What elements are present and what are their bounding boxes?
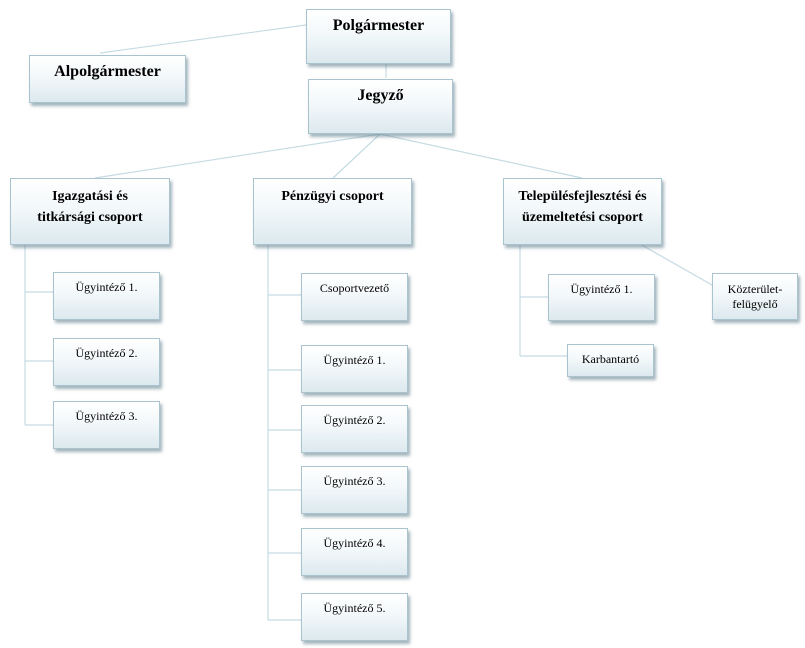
- node-deputy-mayor: Alpolgármester: [29, 55, 186, 103]
- node-development-member-1-label: Ügyintéző 1.: [570, 282, 633, 296]
- node-admin-member-1: Ügyintéző 1.: [53, 272, 160, 320]
- node-finance-member-2-label: Ügyintéző 1.: [323, 353, 386, 367]
- node-finance-member-6-label: Ügyintéző 5.: [323, 601, 386, 615]
- node-finance-member-3: Ügyintéző 2.: [301, 405, 408, 453]
- node-admin-member-3-label: Ügyintéző 3.: [75, 409, 138, 423]
- node-finance-member-1-label: Csoportvezető: [319, 281, 390, 295]
- node-notary-label: Jegyző: [357, 87, 404, 104]
- node-development-side-member: Közterület-felügyelő: [712, 273, 798, 320]
- node-development-member-2: Karbantartó: [567, 344, 654, 377]
- node-deputy-mayor-label: Alpolgármester: [54, 63, 161, 80]
- node-development-member-1: Ügyintéző 1.: [548, 274, 655, 321]
- node-group-development-label: Településfejlesztési és üzemeltetési cso…: [518, 189, 647, 225]
- node-group-admin-label: Igazgatási és titkársági csoport: [37, 189, 143, 225]
- node-group-finance-label: Pénzügyi csoport: [281, 189, 384, 204]
- node-finance-member-1: Csoportvezető: [301, 273, 408, 321]
- node-finance-member-6: Ügyintéző 5.: [301, 593, 408, 641]
- node-finance-member-5-label: Ügyintéző 4.: [323, 536, 386, 550]
- node-group-admin: Igazgatási és titkársági csoport: [10, 178, 170, 245]
- node-development-member-2-label: Karbantartó: [581, 352, 640, 366]
- node-mayor: Polgármester: [306, 9, 451, 64]
- node-admin-member-3: Ügyintéző 3.: [53, 401, 160, 449]
- node-notary: Jegyző: [308, 79, 453, 134]
- node-finance-member-4: Ügyintéző 3.: [301, 466, 408, 514]
- node-group-finance: Pénzügyi csoport: [253, 178, 412, 245]
- node-admin-member-1-label: Ügyintéző 1.: [75, 280, 138, 294]
- node-finance-member-4-label: Ügyintéző 3.: [323, 474, 386, 488]
- node-group-development: Településfejlesztési és üzemeltetési cso…: [503, 178, 662, 245]
- node-development-side-member-label: Közterület-felügyelő: [727, 281, 783, 311]
- node-finance-member-5: Ügyintéző 4.: [301, 528, 408, 576]
- node-finance-member-2: Ügyintéző 1.: [301, 345, 408, 393]
- node-finance-member-3-label: Ügyintéző 2.: [323, 413, 386, 427]
- node-admin-member-2-label: Ügyintéző 2.: [75, 346, 138, 360]
- node-mayor-label: Polgármester: [332, 17, 425, 34]
- node-admin-member-2: Ügyintéző 2.: [53, 338, 160, 386]
